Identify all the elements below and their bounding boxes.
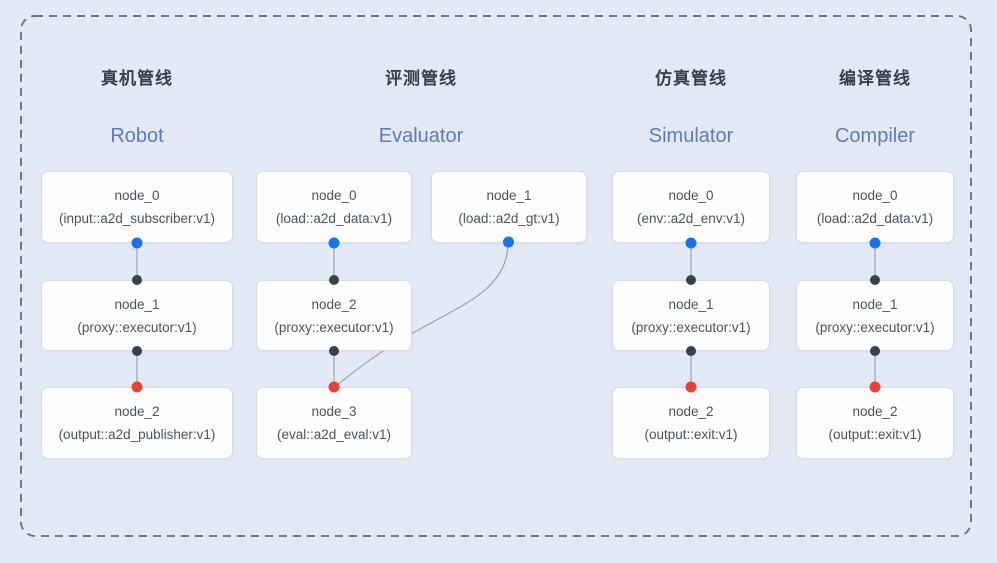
node-name: node_2 xyxy=(852,404,898,419)
node-box-robot-node2: node_2 (output::a2d_publisher:v1) xyxy=(41,387,233,459)
node-name: node_2 xyxy=(311,296,357,312)
node-name: node_3 xyxy=(311,404,357,419)
node-name: node_2 xyxy=(668,404,714,419)
node-name: node_1 xyxy=(486,188,532,203)
node-box-simulator-node2: node_2 (output::exit:v1) xyxy=(612,387,770,459)
node-type: (env::a2d_env:v1) xyxy=(636,211,746,226)
pipeline-title-en-simulator: Simulator xyxy=(648,125,734,147)
node-type: (output::exit:v1) xyxy=(828,427,922,442)
node-type: (eval::a2d_eval:v1) xyxy=(276,427,392,442)
node-type: (proxy::executor:v1) xyxy=(815,319,935,335)
node-box-compiler-node2: node_2 (output::exit:v1) xyxy=(796,387,954,459)
node-name: node_1 xyxy=(668,296,714,312)
pipeline-title-en-compiler: Compiler xyxy=(834,125,916,147)
node-name: node_0 xyxy=(668,188,714,203)
node-box-robot-node1: node_1 (proxy::executor:v1) xyxy=(41,280,233,351)
node-box-evaluator-node0: node_0 (load::a2d_data:v1) xyxy=(256,171,412,243)
node-type: (output::a2d_publisher:v1) xyxy=(58,427,216,442)
node-box-evaluator-node2: node_2 (proxy::executor:v1) xyxy=(256,280,412,351)
node-name: node_0 xyxy=(311,188,357,203)
node-box-evaluator-node1: node_1 (load::a2d_gt:v1) xyxy=(431,171,587,243)
node-name: node_2 xyxy=(114,404,160,419)
pipeline-title-en-robot: Robot xyxy=(110,125,164,147)
node-name: node_1 xyxy=(852,296,898,312)
node-type: (load::a2d_data:v1) xyxy=(816,211,934,226)
pipeline-title-zh-evaluator: 评测管线 xyxy=(385,69,457,88)
node-box-robot-node0: node_0 (input::a2d_subscriber:v1) xyxy=(41,171,233,243)
node-box-simulator-node0: node_0 (env::a2d_env:v1) xyxy=(612,171,770,243)
pipeline-title-zh-simulator: 仿真管线 xyxy=(655,69,727,88)
node-name: node_0 xyxy=(852,188,898,203)
node-type: (load::a2d_data:v1) xyxy=(275,211,393,226)
node-box-compiler-node0: node_0 (load::a2d_data:v1) xyxy=(796,171,954,243)
node-box-simulator-node1: node_1 (proxy::executor:v1) xyxy=(612,280,770,351)
node-type: (proxy::executor:v1) xyxy=(274,319,394,335)
node-box-compiler-node1: node_1 (proxy::executor:v1) xyxy=(796,280,954,351)
node-type: (load::a2d_gt:v1) xyxy=(458,211,560,226)
pipeline-title-zh-compiler: 编译管线 xyxy=(839,69,911,88)
node-box-evaluator-node3: node_3 (eval::a2d_eval:v1) xyxy=(256,387,412,459)
node-type: (input::a2d_subscriber:v1) xyxy=(58,211,216,226)
node-name: node_0 xyxy=(114,188,160,203)
node-type: (proxy::executor:v1) xyxy=(77,319,197,335)
node-type: (proxy::executor:v1) xyxy=(631,319,751,335)
node-type: (output::exit:v1) xyxy=(644,427,738,442)
node-name: node_1 xyxy=(114,296,160,312)
pipeline-title-zh-robot: 真机管线 xyxy=(101,69,173,88)
pipeline-title-en-evaluator: Evaluator xyxy=(378,125,464,147)
